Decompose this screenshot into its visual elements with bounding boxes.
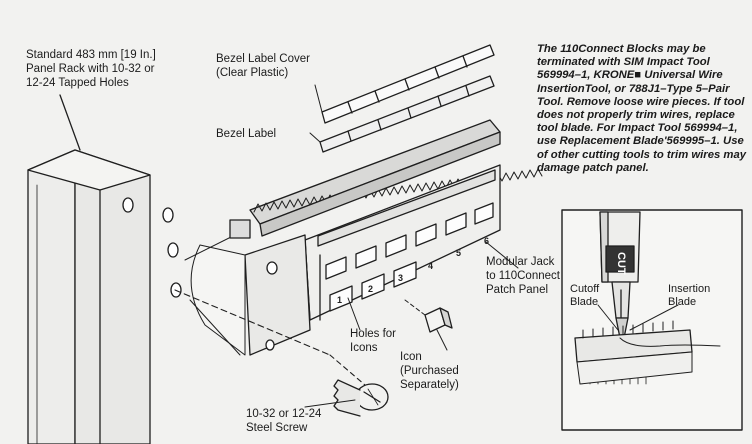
leader-lines [304,241,519,408]
mounting-bracket [184,219,311,356]
connect-block-strip [249,119,543,237]
rack-post [27,149,182,444]
rack-label: Standard 483 mm [19 In.] Panel Rack with… [26,49,156,89]
rack-leader [59,94,81,151]
cutoff-blade-label: Cutoff Blade [570,283,600,308]
port-number: 6 [484,236,490,246]
icon-insert [404,299,453,333]
port-number: 4 [428,261,434,271]
bezel-label-cover-label: Bezel Label Cover (Clear Plastic) [216,53,310,79]
steel-screw [333,379,389,417]
tool-cut-marking: CUT [615,252,627,275]
bezel-label-label: Bezel Label [216,128,277,140]
insertion-blade-label: Insertion Blade [668,283,711,308]
bezel-label-cover [314,44,495,124]
port-number: 5 [456,248,462,258]
tool-instruction-note: The 110Connect Blocks may be terminated … [537,43,747,174]
tool-inset [561,209,743,431]
screw-guide-line [329,354,366,386]
icon-label: Icon (Purchased Separately) [400,351,459,391]
jack-ports [325,202,494,312]
port-number: 1 [337,295,343,305]
port-number: 3 [398,273,404,283]
holes-for-icons-label: Holes for Icons [350,328,397,354]
modular-jack-label: Modular Jack to 110Connect Patch Panel [486,256,560,296]
steel-screw-label: 10-32 or 12-24 Steel Screw [246,408,322,434]
port-number: 2 [368,284,374,294]
bezel-label [309,75,495,153]
mount-line [174,289,331,356]
